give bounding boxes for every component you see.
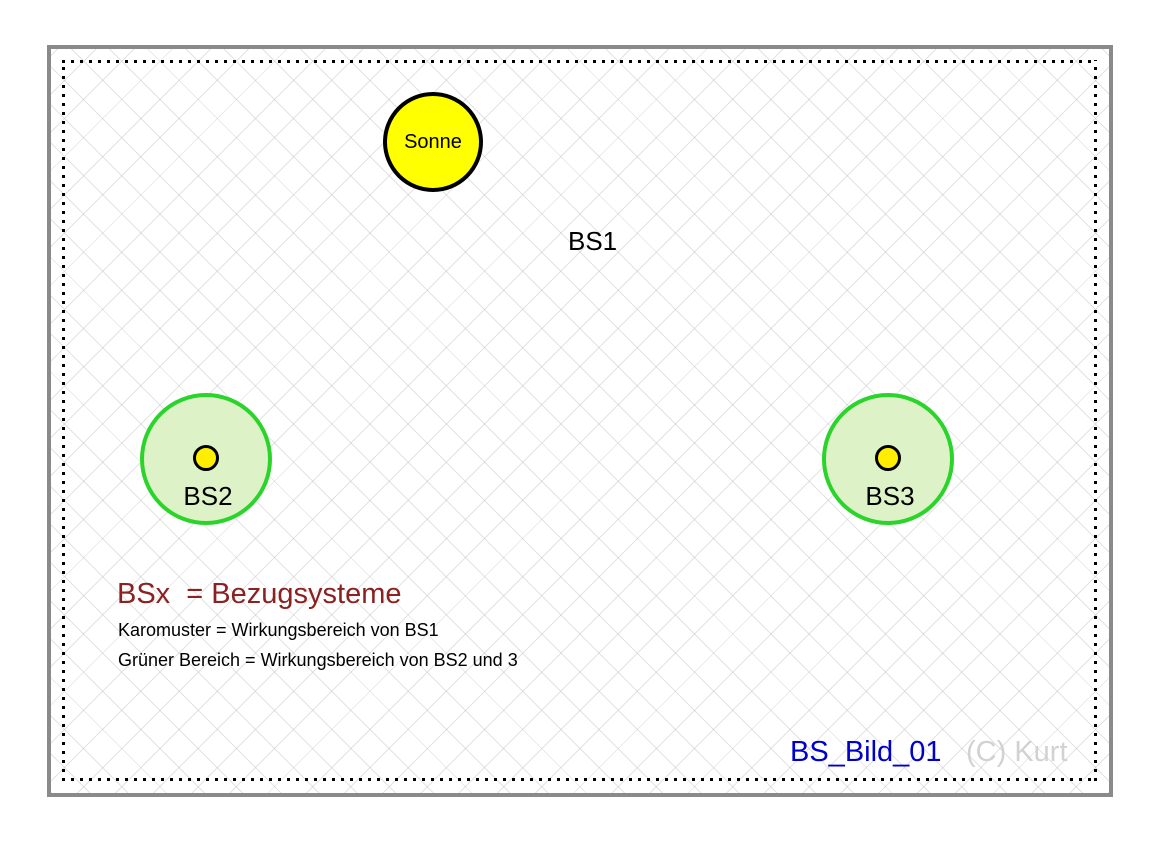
legend-heading: BSx = Bezugsysteme bbox=[117, 578, 402, 610]
copyright-label: (C) Kurt bbox=[966, 736, 1068, 768]
legend-line-gruener-bereich: Grüner Bereich = Wirkungsbereich von BS2… bbox=[118, 650, 518, 670]
image-id-label: BS_Bild_01 bbox=[790, 736, 942, 768]
bs2-center-dot bbox=[193, 445, 219, 471]
bs2-label: BS2 bbox=[183, 481, 233, 511]
legend-line-karomuster: Karomuster = Wirkungsbereich von BS1 bbox=[118, 620, 439, 640]
bs1-label: BS1 bbox=[568, 226, 618, 256]
sun-circle: Sonne bbox=[383, 92, 483, 192]
bs3-label: BS3 bbox=[865, 481, 915, 511]
sun-label: Sonne bbox=[404, 130, 462, 153]
bs3-center-dot bbox=[875, 445, 901, 471]
